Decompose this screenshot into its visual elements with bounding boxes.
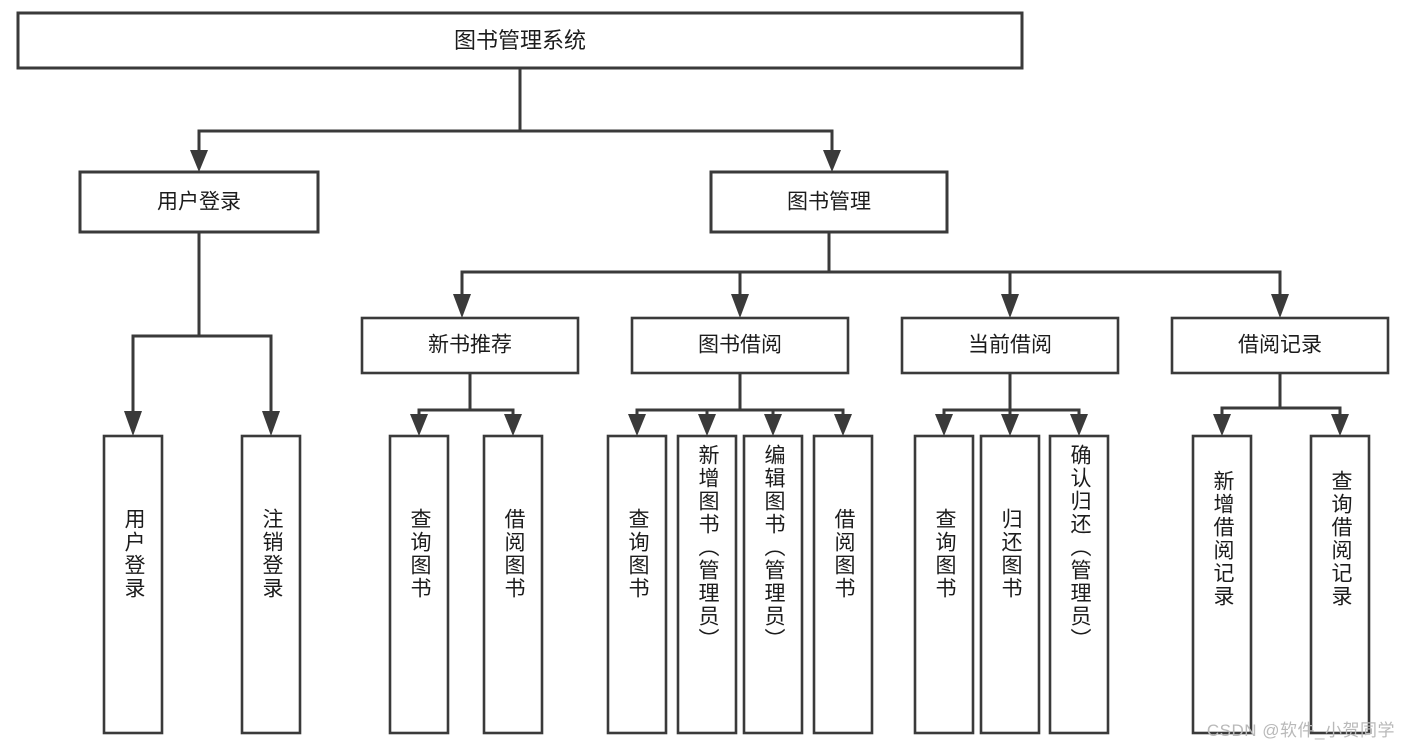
node-current-borrow-box[interactable]: [900, 316, 1120, 375]
node-root-system[interactable]: 图书管理系统: [16, 11, 1024, 70]
node-root-box[interactable]: [16, 11, 1024, 70]
leaf-box-cu-query-book[interactable]: [913, 434, 975, 735]
leaf-box-user-login[interactable]: [102, 434, 164, 735]
node-user-login-box[interactable]: [78, 170, 320, 234]
leaf-box-nb-query-book[interactable]: [388, 434, 450, 735]
leaf-box-logout[interactable]: [240, 434, 302, 735]
arrow-head-nb-borrow: [504, 414, 522, 436]
leaf-box-cu-confirm-return[interactable]: [1048, 434, 1110, 735]
arrow-head-re-query: [1331, 414, 1349, 436]
node-borrow-records[interactable]: 借阅记录: [1170, 316, 1390, 375]
arrow-head-nb-query: [410, 414, 428, 436]
leaf-box-bo-edit-book[interactable]: [742, 434, 804, 735]
arrow-head-user-login: [190, 150, 208, 172]
arrow-head-cu-return: [1001, 414, 1019, 436]
node-book-borrow-box[interactable]: [630, 316, 850, 375]
node-user-login-label: 用户登录: [157, 191, 241, 214]
node-book-management-box[interactable]: [709, 170, 949, 234]
arrow-head-bo-add: [698, 414, 716, 436]
leaf-box-re-add-record[interactable]: [1191, 434, 1253, 735]
arrow-head-book-mgmt: [823, 150, 841, 172]
arrow-head-cu-query: [935, 414, 953, 436]
node-user-login[interactable]: 用户登录: [78, 170, 320, 234]
node-book-borrow[interactable]: 图书借阅: [630, 316, 850, 375]
arrow-head-leaf-user-login: [124, 411, 142, 436]
arrow-head-records: [1271, 294, 1289, 318]
leaf-box-bo-borrow-book[interactable]: [812, 434, 874, 735]
node-book-management[interactable]: 图书管理: [709, 170, 949, 234]
node-new-book-recommend[interactable]: 新书推荐: [360, 316, 580, 375]
arrow-head-cu-confirm: [1070, 414, 1088, 436]
watermark-text: CSDN @软件_小贺同学: [1206, 721, 1395, 740]
node-new-book-recommend-label: 新书推荐: [428, 334, 512, 357]
node-borrow-records-box[interactable]: [1170, 316, 1390, 375]
leaf-box-re-query-record[interactable]: [1309, 434, 1371, 735]
node-current-borrow-label: 当前借阅: [968, 334, 1052, 357]
arrow-head-borrow: [731, 294, 749, 318]
leaf-box-bo-add-book[interactable]: [676, 434, 738, 735]
node-borrow-records-label: 借阅记录: [1238, 334, 1322, 357]
arrow-head-bo-borrow: [834, 414, 852, 436]
leaf-box-cu-return-book[interactable]: [979, 434, 1041, 735]
node-book-management-label: 图书管理: [787, 191, 871, 214]
arrow-head-current: [1001, 294, 1019, 318]
connector-layer: [124, 66, 1349, 436]
leaf-box-layer: [102, 434, 1371, 735]
arrow-head-bo-edit: [764, 414, 782, 436]
arrow-head-leaf-logout: [262, 411, 280, 436]
arrow-head-bo-query: [628, 414, 646, 436]
arrow-head-re-add: [1213, 414, 1231, 436]
node-new-book-recommend-box[interactable]: [360, 316, 580, 375]
leaf-box-bo-query-book[interactable]: [606, 434, 668, 735]
arrow-head-new-books: [453, 294, 471, 318]
leaf-box-nb-borrow-book[interactable]: [482, 434, 544, 735]
node-book-borrow-label: 图书借阅: [698, 334, 782, 357]
node-current-borrow[interactable]: 当前借阅: [900, 316, 1120, 375]
node-root-label: 图书管理系统: [454, 28, 586, 53]
